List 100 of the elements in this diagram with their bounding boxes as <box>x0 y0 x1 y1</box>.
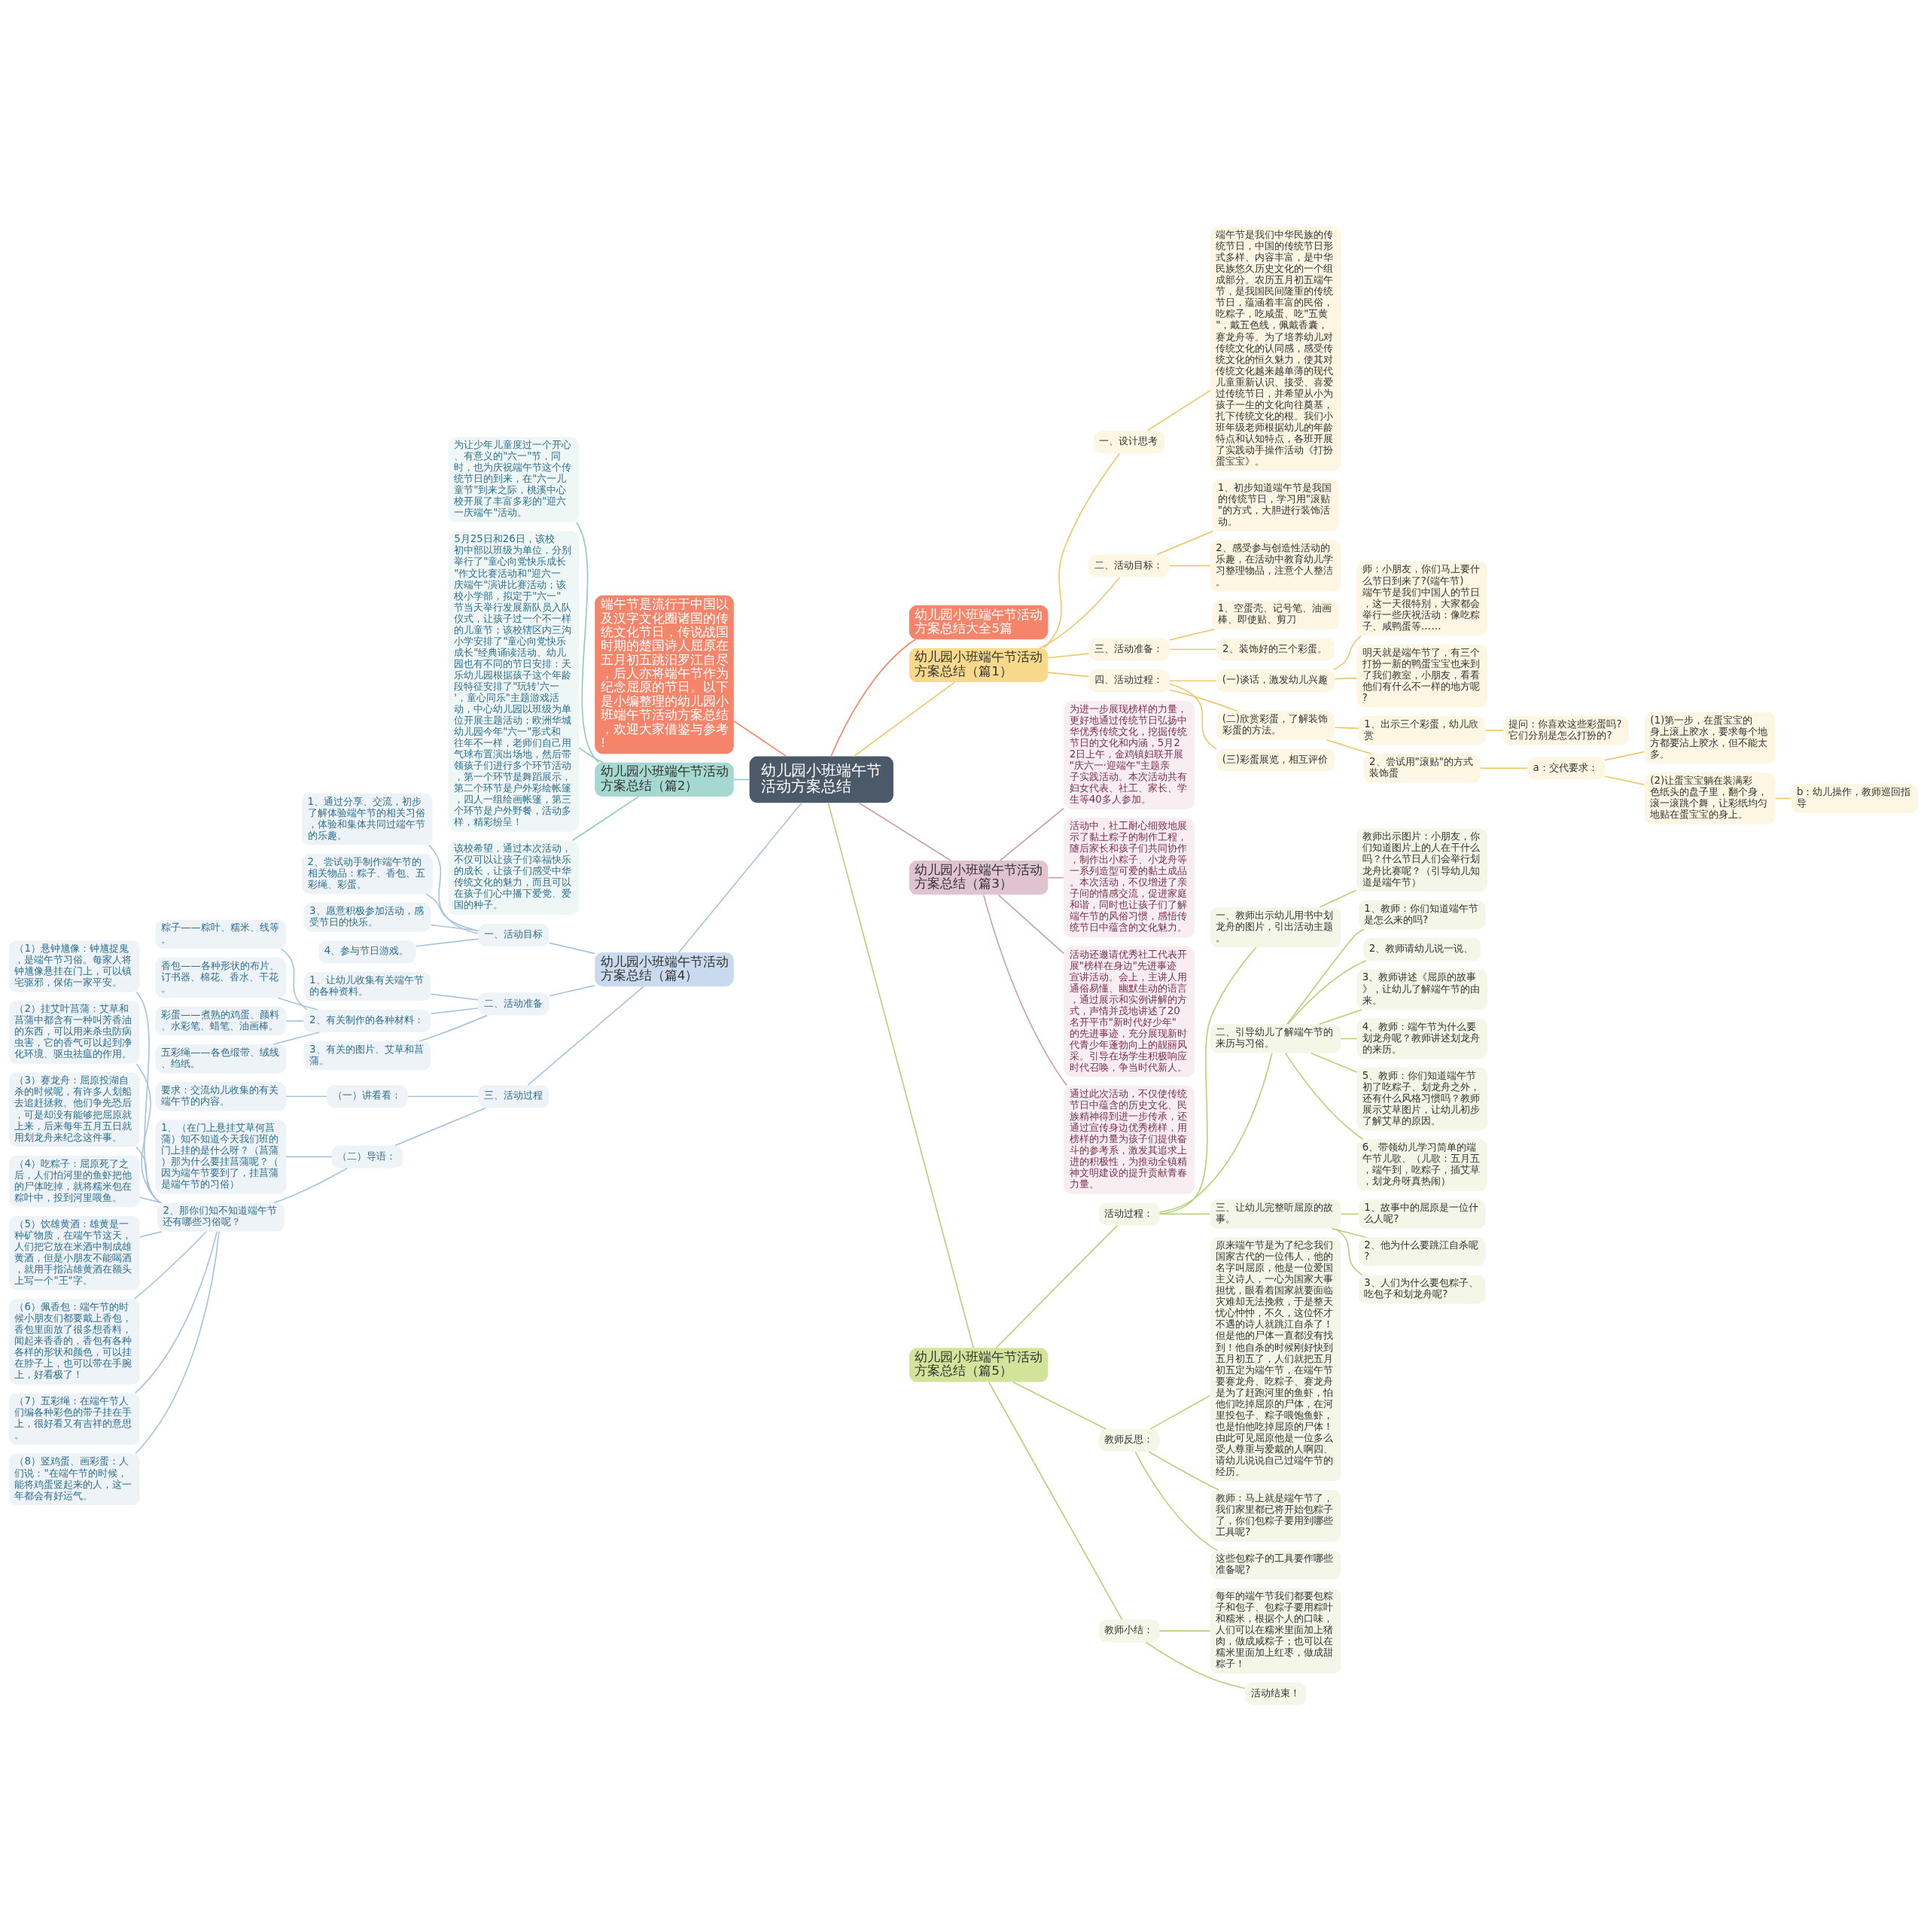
connector <box>1340 1213 1359 1215</box>
node-box: 2、那你们知不知道端午节还有哪些习俗呢？ <box>157 1202 285 1232</box>
node-box: 幼儿园小班端午节活动方案总结（篇3） <box>909 861 1049 895</box>
connector <box>285 1020 305 1022</box>
connector <box>277 997 318 1010</box>
node-box: 师：小朋友，你们马上要什么节日到来了?(端午节)端午节是我们中国人的节日，这一天很特别，大家都会举行一些庆祝活动：像吃粽子、咸鸭蛋等…… <box>1356 561 1488 636</box>
node-box: 2、感受参与创造性活动的乐趣，在活动中教育幼儿学习整理物品，注意个人整洁。 <box>1210 540 1341 592</box>
node-box: 要求：交流幼儿收集的有关端午节的内容。 <box>155 1082 287 1111</box>
node-box: 2、尝试动手制作端午节的相关物品：粽子、香包、五彩绳、彩蛋。 <box>302 853 433 894</box>
node-box: 4、参与节日游戏。 <box>318 940 416 964</box>
node-box: 3、人们为什么要包粽子、吃包子和划龙舟呢? <box>1358 1275 1486 1304</box>
node-box: 1、教师：你们知道端午节是怎么来的吗? <box>1358 900 1486 930</box>
connector <box>425 893 479 932</box>
node-box: 1、初步知道端午节是我国的传统节日，学习用"滚贴"的方式，大胆进行装饰活动。 <box>1212 480 1339 532</box>
node-box: （2）挂艾叶菖蒲：艾草和菖蒲中都含有一种叫芳香油的东西，可以用来杀虫防病虫害，它的香气可以起到净化环境、驱虫祛瘟的作用。 <box>8 1001 140 1064</box>
connector <box>830 638 917 757</box>
node-box: 教师出示图片：小朋友，你们知道图片上的人在干什么吗？什么节日人们会举行划龙舟比赛呢？（引导幼儿知道是端午节） <box>1356 828 1488 892</box>
node-box: 5月25日和26日，该校初中部以班级为单位，分别举行了"童心向党快乐成长"作文比赛活动和"迎六一庆端午"演讲比赛活动；该校小学部，拟定于"六一"节当天举行发展新队员入队仪式，让孩子过一个不一样的儿童节；该校辖区内三沟小学安排了"童心向党快乐成长"经典诵读活动。幼儿园也有不同的节日安排：天乐幼儿园根据孩子这个年龄段特征安排了"玩转'六一'，童心同乐"主题游戏活动，中心幼儿园以班级为单位开展主题活动；欧洲华城幼儿园今年"六一"形式和往年不一样，老师们自己用气球布置演出场地，然后带领孩子们进行多个环节活动，第一个环节是舞蹈展示，第二个环节是户外彩绘帐篷，四人一组绘画帐篷，第三个环节是户外野餐，活动多样，精彩纷呈！ <box>448 531 580 832</box>
connector <box>430 924 479 931</box>
node-box: 一、教师出示幼儿用书中划龙舟的图片，引出活动主题。 <box>1210 907 1341 948</box>
connector <box>1149 1394 1211 1430</box>
connector <box>733 720 787 757</box>
node-box: 二、引导幼儿了解端午节的来历与习俗。 <box>1210 1024 1341 1053</box>
connector <box>1340 1038 1358 1040</box>
connector <box>1169 680 1217 682</box>
node-box: 幼儿园小班端午节活动方案总结（篇2） <box>595 762 734 797</box>
connector <box>1169 629 1215 641</box>
node-box: 原来端午节是为了纪念我们国家古代的一位伟人，他的名字叫屈原，他是一位爱国主义诗人，一心为国家大事担忧，眼看着国家就要面临灾难却无法挽救，于是整天忧心忡忡，不久，这位怀才不遇的诗人就跳江自杀了！但是他的尸体一直都没有找到！他自杀的时候刚好快到五月初五了，人们就把五月初五定为端午节，在端午节要赛龙舟、吃粽子、赛龙舟是为了赶跑河里的鱼虾，怕他们吃掉屈原的尸体，在河里投包子、粽子喂饱鱼虾，也是怕他吃掉屈原的尸体！由此可见屈原他是一位多么受人尊重与爱戴的人啊四、请幼儿说说自己过端午节的经历。 <box>1210 1237 1341 1482</box>
connector <box>999 807 1064 861</box>
connector <box>1326 739 1372 754</box>
connector <box>1169 683 1217 750</box>
connector <box>430 1007 479 1015</box>
connector <box>134 1231 218 1394</box>
connector <box>678 802 802 953</box>
node-box: 端午节是我们中华民族的传统节日，中国的传统节日形式多样、内容丰富，是中华民族悠久历史文化的一个组成部分。农历五月初五端午节，是我国民间隆重的传统节日，蕴涵着丰富的民俗，吃粽子，吃咸蛋、吃"五黄"，戴五色线，佩戴香囊，赛龙舟等。为了培养幼儿对传统文化的认同感，感受传统文化的恒久魅力，使其对传统文化越来越单薄的现代儿童重新认识、接受、喜爱过传统节日，并希望从小为孩子一生的文化向往奠基，扎下传统文化的根。我们小班年级老师根据幼儿的年龄特点和认知特点，各班开展了实践动手操作活动《打扮蛋宝宝》。 <box>1210 227 1341 471</box>
connector <box>1012 1381 1107 1430</box>
connector <box>1169 689 1238 712</box>
node-box: 3、有关的图片、艾草和菖蒲。 <box>303 1041 431 1071</box>
node-box: 5、教师：你们知道端午节初了吃粽子、划龙舟之外，还有什么风格习惯吗？教师展示艾草图片，让幼儿初步了解艾草的原因。 <box>1356 1067 1488 1131</box>
connector <box>576 522 600 763</box>
connector <box>1047 672 1089 678</box>
connector <box>415 938 479 947</box>
node-box: (一)谈话，激发幼儿兴趣 <box>1216 669 1335 693</box>
node-box: 二、活动目标： <box>1088 554 1170 577</box>
node-box: 为让少年儿童度过一个开心、有意义的"六一"节，同时，也为庆祝端午节这个传统节日的到来，在"六一儿童节"到来之际，桃溪中心校开展了丰富多彩的"迎六一庆端午"活动。 <box>448 437 580 523</box>
connector <box>1287 960 1367 1025</box>
node-box: 通过此次活动，不仅使传统节日中蕴含的历史文化、民族精神得到进一步传承，还通过宣传身边优秀榜样，用榜样的力量为孩子们提供奋斗的参考系，激发其追求上进的积极性，为推动全镇精神文明建设的提升贡献青春力量。 <box>1064 1086 1195 1194</box>
node-box: 幼儿园小班端午节活动方案总结（篇1） <box>909 648 1049 682</box>
connector <box>1145 1641 1246 1690</box>
node-box: 该校希望，通过本次活动，不仅可以让孩子们幸福快乐的成长，让孩子们感受中华传统文化的魅力，而且可以在孩子们心中播下爱党、爱国的种子。 <box>448 840 580 915</box>
connector <box>988 1381 1123 1620</box>
connector <box>733 779 750 781</box>
connector <box>1335 1227 1363 1276</box>
node-box: 1、通过分享、交流，初步了解体验端午节的相关习俗，体验和集体共同过端午节的乐趣。 <box>302 793 433 846</box>
node-box: （一）讲看看： <box>327 1085 408 1108</box>
node-box: 活动中，社工耐心细致地展示了黏土粽子的制作工程，随后家长和孩子们共同协作，制作出小粽子、小龙舟等一系列造型可爱的黏土成品。本次活动，不仅增进了亲子间的情感交流，促进家庭和谐，同时也让孩子们了解端午节的风俗习惯，感悟传统节日中蕴含的文化魅力。 <box>1064 818 1195 937</box>
node-box: 教师小结： <box>1098 1620 1160 1643</box>
node-box: 1、空蛋壳、记号笔、油画棒、即使贴、剪刀 <box>1212 600 1339 629</box>
node-box: 香包——各种形状的布片、订书器、棉花、香水、干花。 <box>155 957 287 998</box>
connector <box>1169 648 1218 651</box>
node-box: 四、活动过程： <box>1088 669 1170 693</box>
connector <box>1319 889 1357 908</box>
node-box: 三、活动过程 <box>478 1085 549 1108</box>
connector <box>285 1156 333 1158</box>
node-box: b：幼儿操作，教师巡回指导 <box>1791 784 1919 813</box>
connector <box>135 1146 162 1204</box>
node-box: 教师反思： <box>1098 1429 1160 1452</box>
connector <box>1158 1630 1211 1632</box>
connector <box>1774 797 1792 800</box>
connector <box>133 1231 207 1300</box>
connector <box>1286 928 1365 1025</box>
node-box: (二)欣赏彩蛋，了解装饰彩蛋的方法。 <box>1216 711 1335 740</box>
connector <box>549 942 595 955</box>
node-box: （6）佩香包：端午节的时候小朋友们都要戴上香包，香包里面放了很多想香料，闻起来香香的，香包有各种各样的形状和颜色，可以挂在脖子上，也可以带在手腕上，好看极了！ <box>8 1299 140 1385</box>
node-box: 这些包粽子的工具要作哪些准备呢? <box>1210 1550 1341 1580</box>
node-box: 活动结束！ <box>1245 1682 1307 1705</box>
node-box: a：交代要求： <box>1527 757 1605 780</box>
connector <box>1148 1451 1220 1491</box>
connector <box>1047 876 1064 879</box>
node-box: 2、装饰好的三个彩蛋。 <box>1216 638 1335 661</box>
connector <box>280 948 309 1010</box>
node-box: 2、有关制作的各种材料： <box>303 1010 431 1033</box>
connector <box>1134 1451 1219 1552</box>
node-box: 教师：马上就是端午节了，我们家里都已将开始包粽子了，你们包粽子要用到哪些工具呢? <box>1210 1490 1341 1542</box>
node-box: 2、尝试用"滚贴"的方式装饰蛋 <box>1363 754 1481 783</box>
node-box: （3）赛龙舟：屈原投湖自杀的时候呢，有许多人划船去追赶拯救。他们争先恐后，可是却没有能够把屈原就上来，后来每年五月五日就用划龙舟来纪念这件事。 <box>8 1072 140 1147</box>
connector <box>135 991 160 1204</box>
connector <box>428 844 479 934</box>
connector <box>139 1231 163 1238</box>
node-box: 2、他为什么要跳江自杀呢? <box>1358 1237 1486 1266</box>
node-box: (三)彩蛋展览，相互评价 <box>1216 748 1335 772</box>
connector <box>1484 730 1504 732</box>
node-box: 4、教师：端午节为什么要划龙舟呢？教师讲述划龙舟的来历。 <box>1356 1018 1488 1059</box>
connector <box>982 894 1068 1086</box>
connector <box>578 747 604 763</box>
connector <box>858 802 952 861</box>
node-box: 幼儿园小班端午节活动方案总结（篇4） <box>595 952 734 987</box>
connector <box>1604 776 1645 786</box>
node-box: （5）饮雄黄酒：雄黄是一种矿物质，在端午节这天，人们把它放在米酒中制成雄黄酒，但是小朋友不能喝酒，就用手指沾雄黄酒在额头上写一个"王"字。 <box>8 1215 140 1291</box>
node-box: 三、让幼儿完整听屈原的故事。 <box>1210 1199 1341 1229</box>
